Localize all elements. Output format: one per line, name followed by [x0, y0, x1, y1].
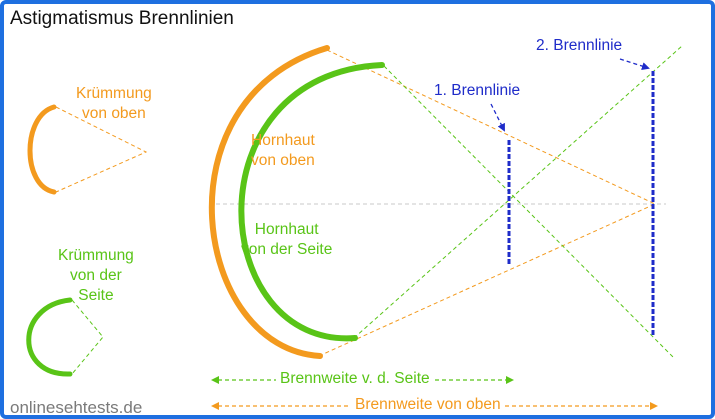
- cornea-top-label-line: Hornhaut: [251, 132, 315, 149]
- diagram-title: Astigmatismus Brennlinien: [10, 8, 234, 29]
- curvature-top-arc: [27, 104, 57, 195]
- curvature-side-arc: [26, 297, 73, 377]
- cornea-side-arc: [238, 62, 385, 342]
- cornea-side-label: Hornhaut von der Seite: [241, 220, 332, 260]
- cornea-side-label-line: von der Seite: [241, 241, 333, 259]
- focal-length-top-label: Brennweite von oben: [351, 395, 505, 415]
- cornea-top-label-line: von oben: [251, 152, 315, 170]
- focal-line-2-label: 2. Brennlinie: [536, 37, 623, 54]
- curvature-top-label-line: von oben: [82, 105, 146, 123]
- focal-length-side-label: Brennweite v. d. Seite: [276, 369, 434, 390]
- top-meridian-rays: [318, 49, 656, 357]
- curvature-top-label-line: Krümmung: [76, 85, 152, 102]
- cornea-top-label: Hornhaut von oben: [251, 131, 315, 171]
- diagram-canvas: [26, 45, 683, 410]
- curvature-top-lines: [55, 106, 148, 193]
- focal-line-1-label: 1. Brennlinie: [434, 82, 521, 99]
- curvature-side-label-line: von der: [70, 267, 122, 285]
- curvature-side-label-line: Krümmung: [58, 247, 134, 264]
- cornea-top-arc: [208, 45, 330, 359]
- arrow-icon: [490, 103, 505, 132]
- cornea-side-label-line: Hornhaut: [254, 221, 319, 238]
- curvature-side-lines: [71, 299, 104, 375]
- curvature-top-label: Krümmung von oben: [76, 84, 152, 124]
- side-meridian-rays: [353, 45, 683, 359]
- arrow-icon: [619, 58, 650, 70]
- curvature-side-label: Krümmung von der Seite: [58, 246, 134, 306]
- watermark: onlinesehtests.de: [10, 398, 143, 417]
- curvature-side-label-line: Seite: [78, 287, 114, 305]
